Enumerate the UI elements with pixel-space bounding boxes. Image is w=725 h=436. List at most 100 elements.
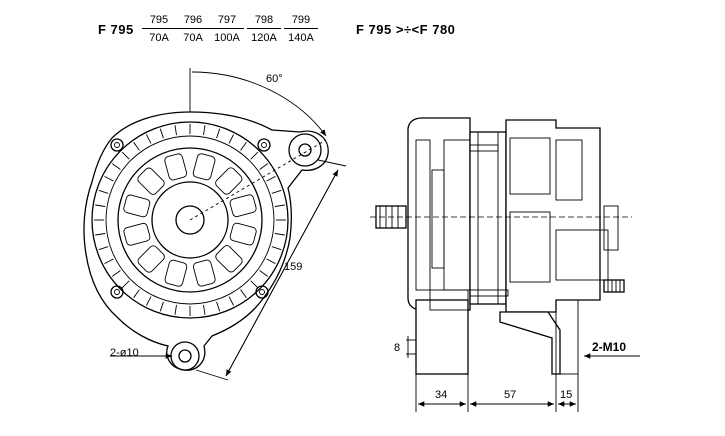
- variant-795: 795 70A: [142, 14, 176, 45]
- stator: [469, 131, 507, 305]
- front-housing: [407, 117, 471, 311]
- hole-label: 2-ø10: [110, 347, 139, 359]
- bottom-mount-lug: [170, 341, 200, 371]
- cooling-fin: [133, 289, 140, 298]
- fan-vane: [164, 153, 188, 181]
- cooling-fin: [159, 128, 164, 139]
- variant-796: 796 70A: [176, 14, 210, 45]
- angle-label: 60°: [266, 73, 283, 85]
- cooling-fin: [203, 304, 206, 315]
- housing-screws: [110, 138, 271, 299]
- cooling-fin: [259, 270, 268, 277]
- cooling-fin: [228, 296, 234, 306]
- angle-arc: [191, 71, 327, 137]
- fan-vane: [164, 259, 188, 287]
- cooling-fin: [259, 163, 268, 170]
- fan-vane: [192, 153, 216, 181]
- cooling-fin: [146, 134, 152, 144]
- range-label: F 795 >÷<F 780: [356, 22, 456, 37]
- diag-dim-line-rev: [225, 169, 339, 377]
- variant-current: 140A: [288, 32, 314, 44]
- rear-housing: [505, 119, 601, 313]
- rectifier-top: [555, 139, 583, 201]
- rear-slot-top: [509, 137, 551, 195]
- dim-label-15: 15: [560, 389, 572, 401]
- fan-outer: [117, 147, 263, 293]
- top-mount-lug: [288, 133, 322, 167]
- fan-vane: [137, 167, 165, 195]
- cooling-fin: [174, 304, 177, 315]
- cooling-fin: [271, 246, 282, 251]
- cooling-fins: [94, 124, 286, 316]
- cooling-fin: [112, 163, 121, 170]
- variant-code: 798: [247, 14, 281, 29]
- bolt-label: 2-M10: [592, 340, 626, 354]
- fan-vane: [215, 245, 243, 273]
- angle-leg: [189, 139, 327, 221]
- cooling-fin: [274, 204, 285, 207]
- fan-vane: [137, 245, 165, 273]
- variant-code: 799: [284, 14, 318, 29]
- cooling-fin: [146, 296, 152, 306]
- fan-vane: [229, 222, 257, 246]
- variant-current: 100A: [214, 32, 240, 44]
- cooling-fin: [98, 189, 109, 194]
- diagonal-label: 159: [284, 261, 302, 273]
- fan-vane: [123, 222, 151, 246]
- rear-slot-bottom: [509, 211, 551, 283]
- cooling-fin: [121, 151, 130, 160]
- cooling-fin: [203, 125, 206, 136]
- cooling-fin: [95, 233, 106, 236]
- fin-ring-inner: [105, 135, 275, 305]
- fan-vane: [215, 167, 243, 195]
- through-bolt-bottom: [469, 289, 509, 297]
- model-title: F 795: [98, 22, 134, 37]
- diag-ext-2: [195, 369, 229, 381]
- cooling-fin: [266, 258, 276, 264]
- through-bolt-top: [469, 144, 499, 152]
- variant-current: 70A: [149, 32, 169, 44]
- fan-vanes: [123, 153, 257, 287]
- rear-leg: [499, 311, 561, 375]
- cooling-fin: [250, 151, 259, 160]
- variant-code: 795: [142, 14, 176, 29]
- cooling-fin: [159, 301, 164, 312]
- dim-label-8: 8: [394, 342, 400, 354]
- cooling-fin: [104, 258, 114, 264]
- front-housing-outline: [83, 111, 329, 371]
- cooling-fin: [95, 204, 106, 207]
- cooling-fin: [250, 280, 259, 289]
- cooling-fin: [266, 176, 276, 182]
- variant-797: 797 100A: [210, 14, 244, 45]
- cooling-fin: [174, 125, 177, 136]
- regulator-block: [603, 205, 619, 251]
- variant-code: 797: [210, 14, 244, 29]
- fan-vane: [123, 194, 151, 218]
- battery-terminal: [603, 279, 625, 293]
- cooling-fin: [104, 176, 114, 182]
- bottom-mount-hole: [178, 349, 192, 363]
- top-mount-hole: [298, 143, 312, 157]
- pulley-outer: [151, 181, 229, 259]
- cooling-fin: [274, 233, 285, 236]
- cooling-fin: [271, 189, 282, 194]
- dim-label-57: 57: [504, 389, 516, 401]
- cooling-fin: [228, 134, 234, 144]
- pulley-hub: [175, 205, 205, 235]
- variant-798: 798 120A: [247, 14, 281, 45]
- variant-current: 120A: [251, 32, 277, 44]
- cooling-fin: [240, 289, 247, 298]
- fan-disc: [415, 139, 431, 291]
- cooling-fin: [121, 280, 130, 289]
- dim-label-34: 34: [435, 389, 447, 401]
- cooling-fin: [112, 270, 121, 277]
- side-view: 34 57 15 8 2-M10: [370, 117, 640, 412]
- fan-vane: [192, 259, 216, 287]
- front-leg: [415, 299, 469, 375]
- fin-ring-outer: [91, 121, 289, 319]
- cooling-fin: [98, 246, 109, 251]
- rear-leg-boss: [555, 299, 579, 375]
- cooling-fin: [133, 142, 140, 151]
- variant-code: 796: [176, 14, 210, 29]
